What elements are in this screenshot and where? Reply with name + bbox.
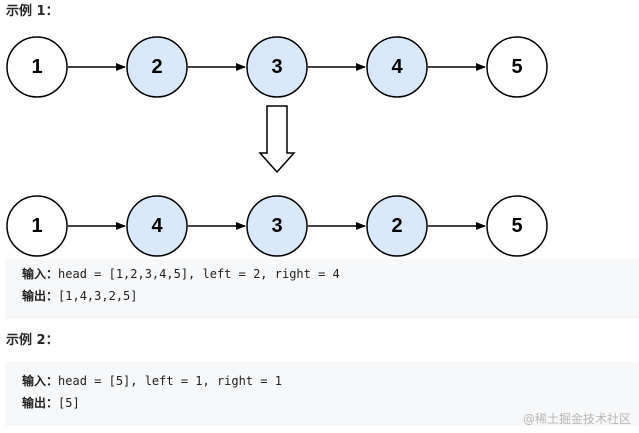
node-value: 5 (511, 215, 522, 237)
after-node-3: 3 (246, 195, 308, 257)
node-value: 1 (31, 215, 42, 237)
node-value: 5 (511, 56, 522, 78)
example-1-output-line: 输出：[1,4,3,2,5] (22, 285, 639, 307)
before-node-4: 4 (366, 36, 428, 98)
input-label: 输入： (22, 267, 59, 281)
after-list-row: 1 4 3 2 5 (6, 195, 548, 257)
after-node-5: 5 (486, 195, 548, 257)
before-node-5: 5 (486, 36, 548, 98)
input-label: 输入： (22, 374, 59, 388)
example-2-heading: 示例 2： (6, 333, 59, 348)
example-1-input-line: 输入：head = [1,2,3,4,5], left = 2, right =… (22, 263, 639, 285)
after-node-2: 4 (126, 195, 188, 257)
input-value: head = [5], left = 1, right = 1 (58, 374, 282, 388)
before-node-3: 3 (246, 36, 308, 98)
before-list-row: 1 2 3 4 5 (6, 36, 548, 98)
node-value: 4 (391, 56, 403, 78)
before-node-2: 2 (126, 36, 188, 98)
before-node-1: 1 (6, 36, 68, 98)
after-node-4: 2 (366, 195, 428, 257)
output-value: [1,4,3,2,5] (58, 289, 138, 303)
node-value: 1 (31, 56, 42, 78)
transform-down-arrow-icon (258, 105, 296, 174)
output-value: [5] (58, 396, 80, 410)
watermark: @稀土掘金技术社区 (522, 412, 631, 426)
node-value: 4 (151, 215, 163, 237)
output-label: 输出： (22, 289, 59, 303)
example-2-output-line: 输出：[5] (22, 392, 639, 414)
node-value: 2 (151, 56, 162, 78)
example-2-input-line: 输入：head = [5], left = 1, right = 1 (22, 370, 639, 392)
node-value: 3 (271, 56, 282, 78)
example-1-heading: 示例 1： (6, 4, 59, 19)
node-value: 3 (271, 215, 282, 237)
after-node-1: 1 (6, 195, 68, 257)
example-1-code-block: 输入：head = [1,2,3,4,5], left = 2, right =… (5, 259, 639, 319)
example-2-code-block: 输入：head = [5], left = 1, right = 1 输出：[5… (5, 362, 639, 426)
linked-list-diagram: 1 2 3 4 5 1 4 (6, 36, 548, 257)
output-label: 输出： (22, 396, 59, 410)
node-value: 2 (391, 215, 402, 237)
input-value: head = [1,2,3,4,5], left = 2, right = 4 (58, 267, 340, 281)
